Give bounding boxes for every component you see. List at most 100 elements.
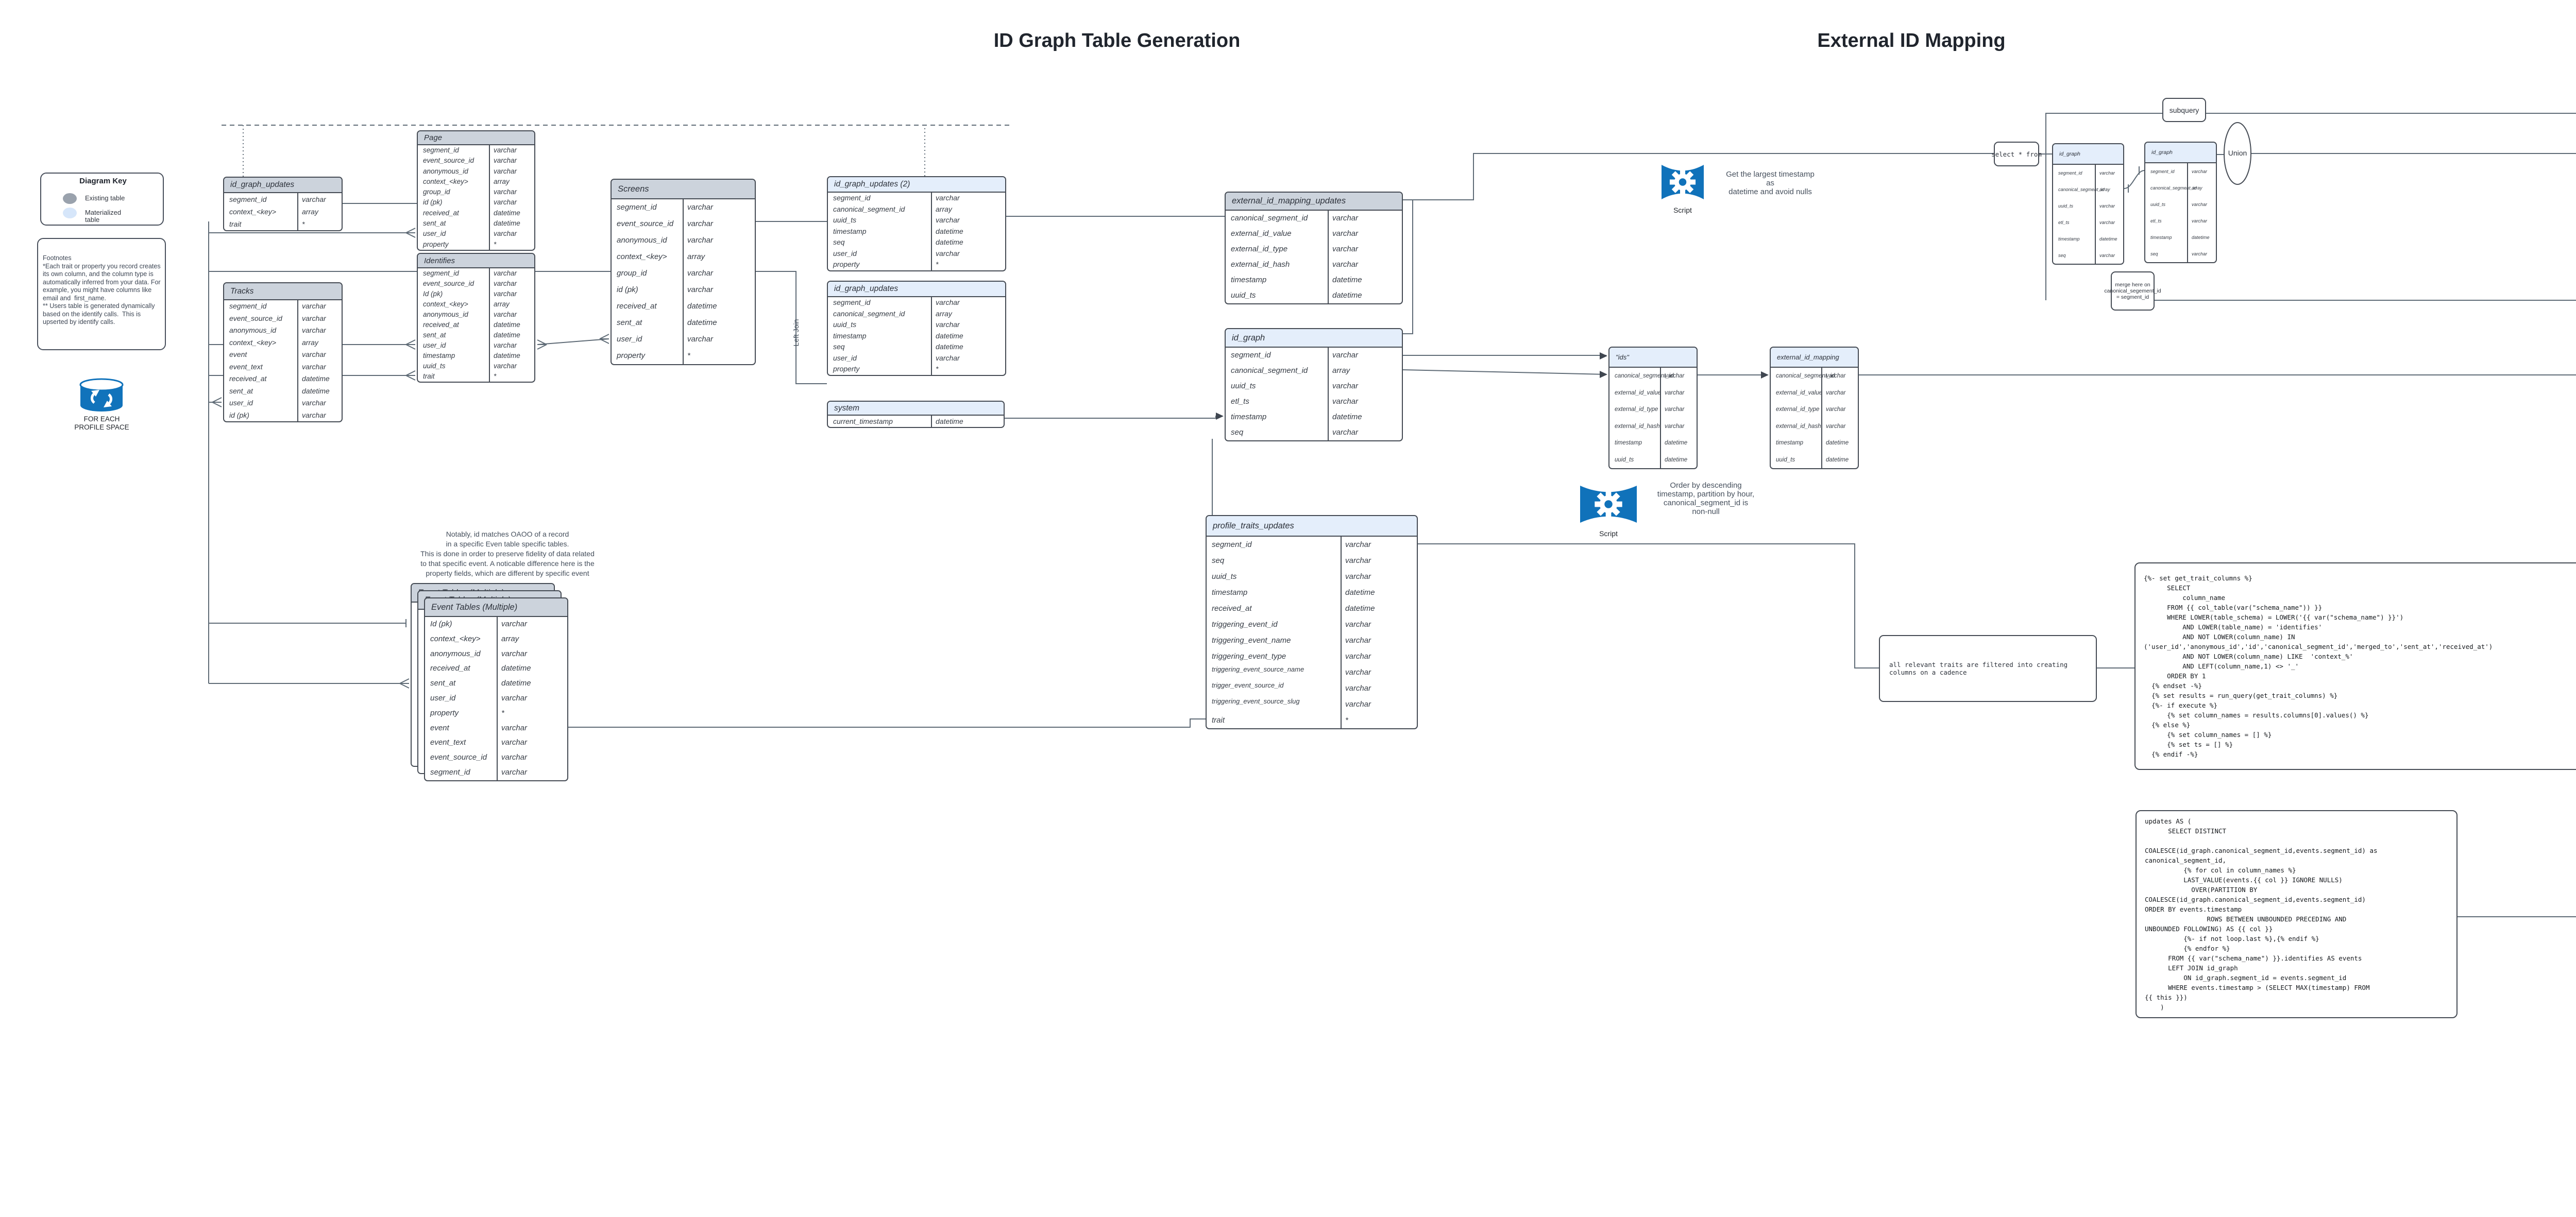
field-name: context_<key> [430,634,481,643]
field-type: varchar [1345,572,1371,581]
field-type: varchar [1345,700,1371,709]
diagram-key-title: Diagram Key [79,177,127,185]
footnotes-box[interactable]: Footnotes *Each trait or property you re… [37,238,166,350]
field-type: datetime [302,374,330,383]
table-title-bar: "ids" [1609,348,1697,368]
field-type: varchar [1345,636,1371,645]
field-row: trait* [418,371,534,382]
subquery-label[interactable]: subquery [2162,98,2206,122]
column-divider [297,300,298,421]
connector [399,678,410,689]
arrow-marker [1600,352,1607,359]
field-type: datetime [1332,413,1362,421]
field-type: varchar [494,311,517,318]
table-title: Tracks [230,286,254,296]
field-name: segment_id [833,298,871,306]
field-type: varchar [501,767,528,777]
connector [537,338,609,345]
arrow-marker [1600,371,1607,378]
for-each-profile-space-icon[interactable] [78,378,125,416]
script-2-note[interactable]: Order by descending timestamp, partition… [1657,481,1755,516]
field-name: segment_id [2058,170,2082,176]
field-type: * [1345,716,1348,725]
field-name: timestamp [1231,413,1267,421]
field-row: context_<key>array [224,337,342,349]
field-type: array [936,309,952,318]
field-name: canonical_segment_id [2150,185,2197,191]
field-name: segment_id [229,195,267,203]
field-name: triggering_event_name [1212,636,1291,645]
diagram-key[interactable]: Diagram Key Existing table Materialized … [40,173,164,226]
section-title-external-id-mapping: External ID Mapping [1817,30,2006,52]
field-type: varchar [1345,556,1371,565]
notably-note[interactable]: Notably, id matches OAOO of a record in … [420,530,595,577]
field-name: user_id [229,399,253,407]
field-type: datetime [1665,440,1688,446]
merge-note-label[interactable]: merge here on canonical_segement_id = se… [2104,271,2161,311]
select-from-label[interactable]: select * from [1991,142,2042,166]
materialized-table-label: Materialized table [85,209,122,224]
script-2-icon[interactable]: Script [1580,483,1637,538]
field-type: varchar [494,146,517,154]
field-name: id (pk) [617,285,638,294]
script-1-note[interactable]: Get the largest timestamp as datetime an… [1726,170,1815,196]
code-get-trait-columns[interactable]: {%- set get_trait_columns %} SELECT colu… [2134,562,2576,770]
field-name: canonical_segment_id [1615,373,1674,379]
field-row: context_<key>array [418,299,534,310]
field-name: group_id [423,188,450,196]
field-name: current_timestamp [833,417,893,425]
field-type: varchar [494,157,517,165]
field-name: uuid_ts [423,362,446,370]
table-title-bar: external_id_mapping [1771,348,1858,368]
field-type: datetime [501,679,531,688]
table-title: id_graph_updates [834,284,899,293]
column-divider [931,193,932,270]
field-type: varchar [2192,202,2208,207]
field-name: user_id [833,249,857,258]
field-type: varchar [494,341,517,349]
field-type: varchar [687,269,714,278]
field-type: * [494,240,497,248]
field-type: varchar [494,230,517,238]
script-1-icon[interactable]: Script [1662,162,1704,214]
field-type: varchar [936,353,960,362]
field-type: datetime [936,342,963,351]
field-type: array [302,338,318,347]
code-updates-cte[interactable]: updates AS ( SELECT DISTINCT COALESCE(id… [2136,810,2458,1018]
field-type: datetime [494,331,520,339]
traits-note-label[interactable]: all relevant traits are filtered into cr… [1879,635,2097,702]
field-type: varchar [2192,169,2208,174]
arrow-marker [1216,413,1224,420]
